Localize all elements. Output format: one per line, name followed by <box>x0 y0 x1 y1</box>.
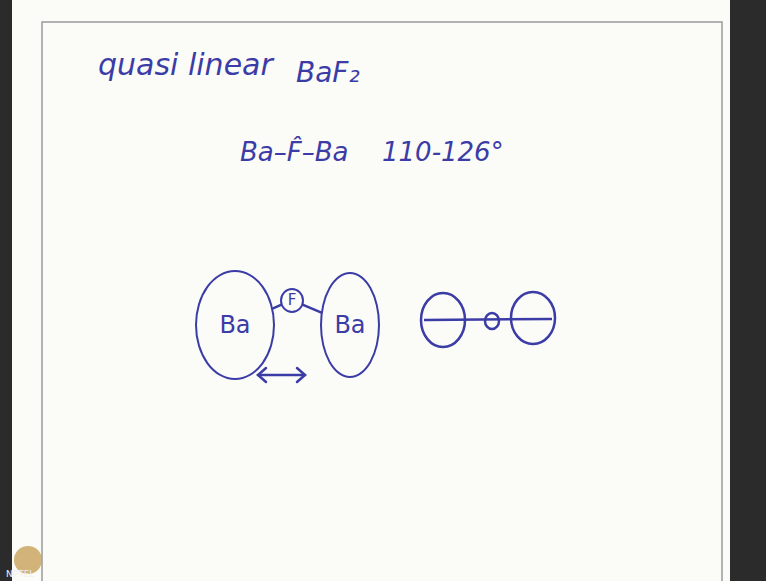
angle-value: 110-126° <box>382 138 504 167</box>
paper-sheet <box>12 0 730 581</box>
atom-circle-small: F <box>280 288 304 313</box>
atom-symbol: F <box>288 293 297 308</box>
linear-sketch <box>421 292 555 347</box>
page-frame <box>42 22 722 581</box>
bond-line <box>303 305 321 313</box>
bond-line <box>273 305 281 308</box>
formula-note: BaF₂ <box>296 58 360 89</box>
bond-angle-note: Ba–F̂–Ba <box>240 138 349 167</box>
title-note: quasi linear <box>98 48 273 81</box>
atom-circle: Ba <box>195 270 275 380</box>
atom-symbol: Ba <box>219 313 250 337</box>
atom-circle: Ba <box>320 272 380 378</box>
atom-symbol: Ba <box>334 313 365 337</box>
logo-text: NPTEL <box>6 570 34 580</box>
double-arrow <box>258 368 305 382</box>
